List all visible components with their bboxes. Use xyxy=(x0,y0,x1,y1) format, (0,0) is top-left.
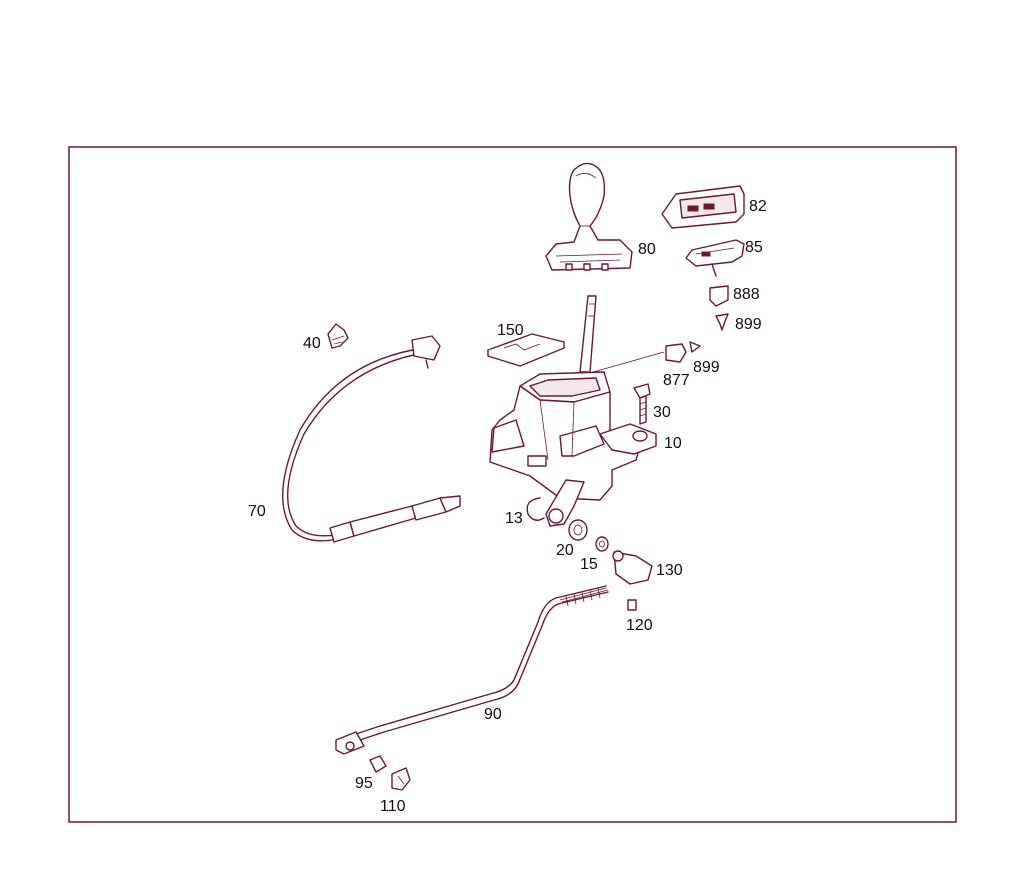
callout-899-lower: 899 xyxy=(693,359,720,376)
callout-40: 40 xyxy=(303,335,321,352)
callout-70: 70 xyxy=(248,503,266,520)
part-120-nut[interactable] xyxy=(627,599,637,611)
callout-90: 90 xyxy=(484,706,502,723)
callout-10: 10 xyxy=(664,435,682,452)
part-899-bulb-lower[interactable] xyxy=(689,341,701,353)
callout-95: 95 xyxy=(355,775,373,792)
part-15-bushing[interactable] xyxy=(595,536,609,552)
callout-15: 15 xyxy=(580,556,598,573)
part-877-lamp-holder[interactable] xyxy=(665,343,687,363)
part-10-shifter-housing[interactable] xyxy=(489,295,657,527)
part-70-shift-cable[interactable] xyxy=(282,335,461,543)
callout-888: 888 xyxy=(733,286,760,303)
part-899-bulb-upper[interactable] xyxy=(715,313,729,331)
callout-120: 120 xyxy=(626,617,653,634)
callout-877: 877 xyxy=(663,372,690,389)
part-150-gate-plate[interactable] xyxy=(487,333,565,367)
callout-82: 82 xyxy=(749,198,767,215)
diagram-frame xyxy=(68,146,957,823)
part-85-indicator-panel[interactable] xyxy=(685,239,745,277)
part-95-pin[interactable] xyxy=(369,755,387,773)
callout-899-upper: 899 xyxy=(735,316,762,333)
part-110-spring-clip[interactable] xyxy=(391,767,411,791)
callout-85: 85 xyxy=(745,239,763,256)
part-82-trim-frame[interactable] xyxy=(661,185,745,229)
part-90-selector-rod[interactable] xyxy=(335,585,609,755)
callout-20: 20 xyxy=(556,542,574,559)
part-888-bulb-socket[interactable] xyxy=(709,285,729,307)
part-40-clip[interactable] xyxy=(327,323,349,349)
part-30-bolt[interactable] xyxy=(633,383,651,425)
callout-130: 130 xyxy=(656,562,683,579)
callout-110: 110 xyxy=(380,798,406,815)
part-80-gear-knob[interactable] xyxy=(545,162,633,271)
callout-80: 80 xyxy=(638,241,656,258)
callout-150: 150 xyxy=(497,322,524,339)
part-130-adjuster-block[interactable] xyxy=(612,550,653,585)
callout-30: 30 xyxy=(653,404,671,421)
part-13-circlip[interactable] xyxy=(526,497,545,521)
part-20-bushing[interactable] xyxy=(568,519,588,541)
callout-13: 13 xyxy=(505,510,523,527)
